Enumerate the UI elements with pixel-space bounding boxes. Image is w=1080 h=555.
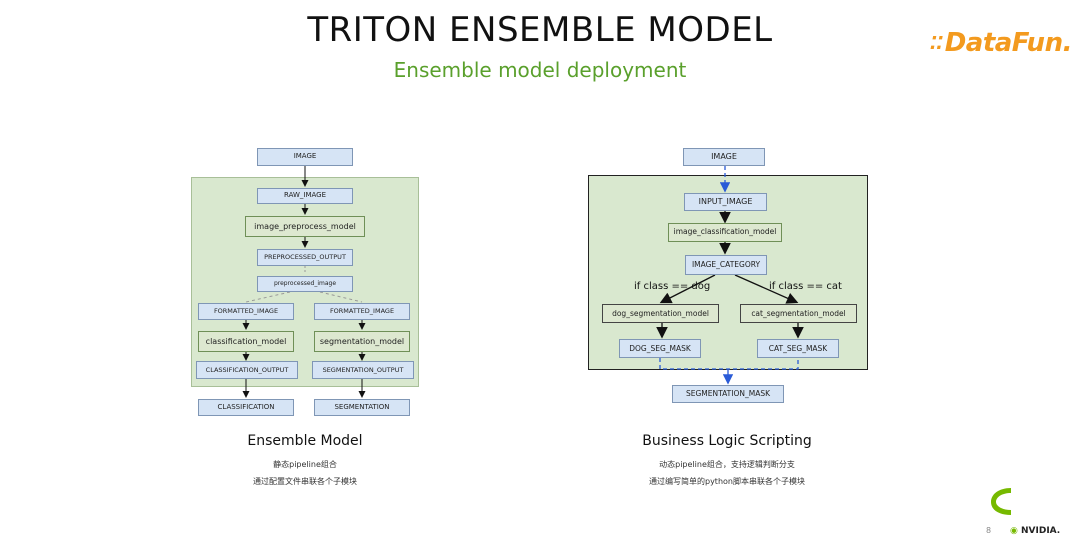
left-segmentation-model-node: segmentation_model [314, 331, 410, 352]
right-caption-line1: 动态pipeline组合，支持逻辑判断分支 [659, 460, 795, 469]
right-image-category-node: IMAGE_CATEGORY [685, 255, 767, 275]
left-classification-node: CLASSIFICATION [198, 399, 294, 416]
nvidia-eye-icon: ◉ [1010, 526, 1018, 536]
left-formatted-image-node-a: FORMATTED_IMAGE [198, 303, 294, 320]
nvidia-footer-logo: ◉ NVIDIA. [1010, 526, 1060, 536]
datafun-logo: ⁚⁚DataFun. [930, 28, 1072, 58]
left-classification-model-node: classification_model [198, 331, 294, 352]
left-preprocessed-image-node: preprocessed_image [257, 276, 353, 292]
left-caption-line2: 通过配置文件串联各个子模块 [253, 477, 357, 486]
nvidia-swirl-icon [991, 488, 1011, 515]
left-caption-heading: Ensemble Model [247, 433, 363, 449]
left-segmentation-output-node: SEGMENTATION_OUTPUT [312, 361, 414, 379]
right-cond-dog-label: if class == dog [634, 281, 711, 292]
right-input-image-node: INPUT_IMAGE [684, 193, 767, 211]
left-formatted-image-node-b: FORMATTED_IMAGE [314, 303, 410, 320]
logo-text: DataFun. [944, 28, 1073, 58]
right-image-node: IMAGE [683, 148, 765, 166]
left-caption-line1: 静态pipeline组合 [273, 460, 337, 469]
right-dog-model-node: dog_segmentation_model [602, 304, 719, 323]
left-raw-image-node: RAW_IMAGE [257, 188, 353, 204]
page-number: 8 [986, 526, 992, 535]
right-segmentation-mask-node: SEGMENTATION_MASK [672, 385, 784, 403]
slide-subtitle: Ensemble model deployment [393, 58, 687, 82]
left-preprocessed-output-node: PREPROCESSED_OUTPUT [257, 249, 353, 266]
right-classification-model-node: image_classification_model [668, 223, 782, 242]
right-cond-cat-label: if class == cat [769, 281, 842, 292]
nvidia-brand-text: NVIDIA. [1021, 526, 1061, 536]
right-caption-heading: Business Logic Scripting [642, 433, 812, 449]
right-caption-line2: 通过编写简单的python脚本串联各个子模块 [649, 477, 805, 486]
left-classification-output-node: CLASSIFICATION_OUTPUT [196, 361, 298, 379]
left-preprocess-model-node: image_preprocess_model [245, 216, 365, 237]
right-dog-mask-node: DOG_SEG_MASK [619, 339, 701, 358]
logo-dots-icon: ⁚⁚ [930, 33, 943, 54]
slide-title: TRITON ENSEMBLE MODEL [307, 10, 773, 50]
right-cat-mask-node: CAT_SEG_MASK [757, 339, 839, 358]
left-segmentation-node: SEGMENTATION [314, 399, 410, 416]
right-cat-model-node: cat_segmentation_model [740, 304, 857, 323]
left-image-node: IMAGE [257, 148, 353, 166]
